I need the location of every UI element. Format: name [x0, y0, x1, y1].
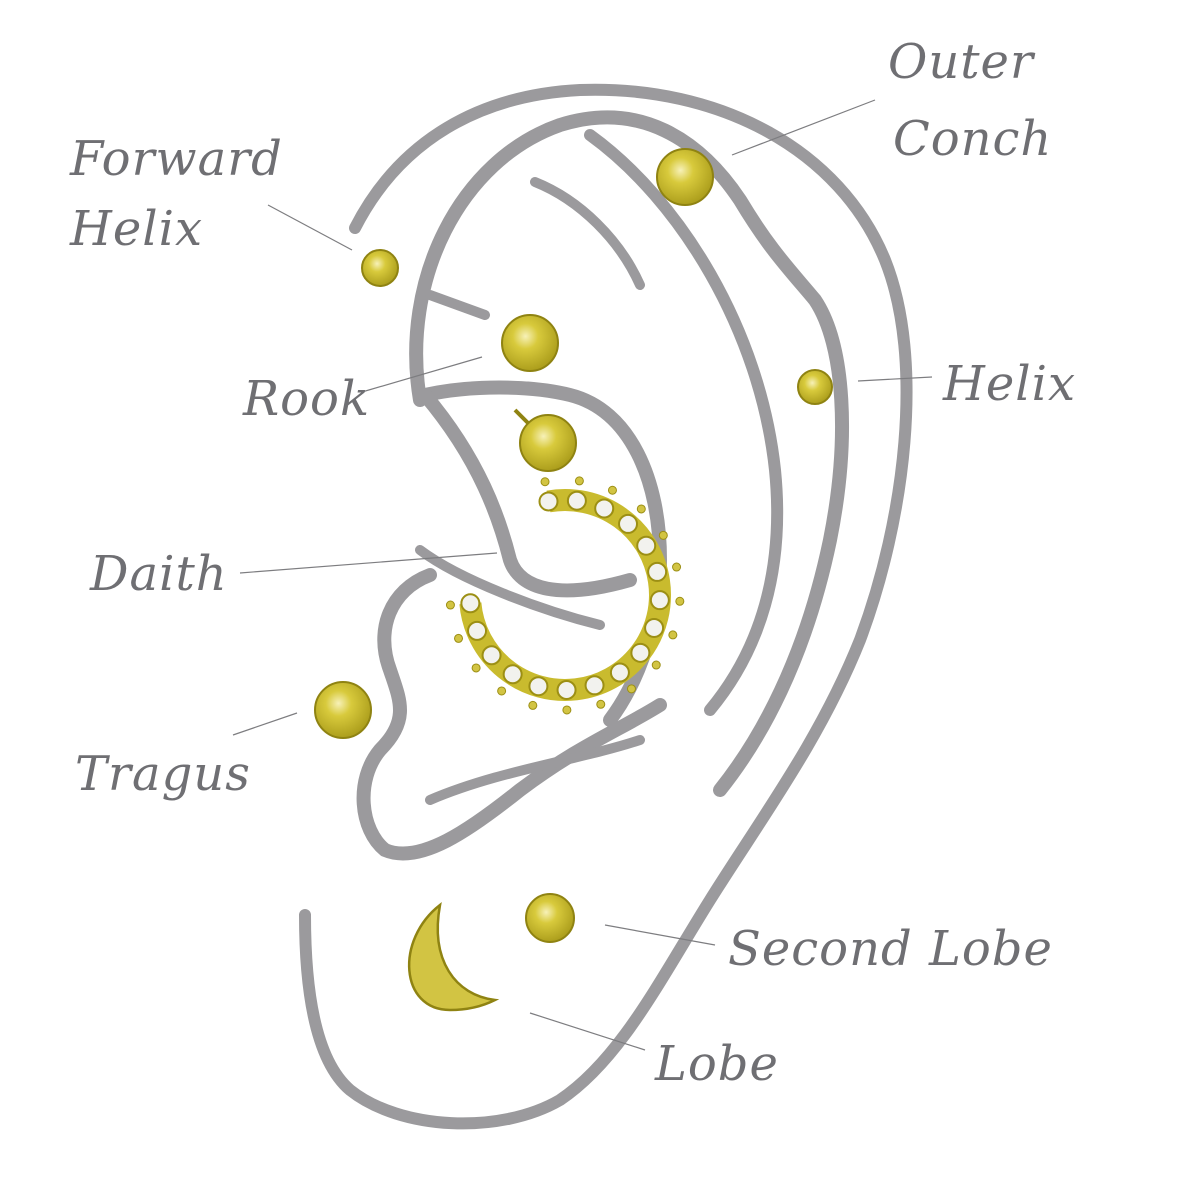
- daith-ring-gem: [556, 679, 577, 700]
- daith-ring-gem: [609, 662, 630, 683]
- helix-leader: [857, 376, 933, 382]
- daith-ring-gem: [647, 561, 668, 582]
- daith-ring-bead: [672, 562, 682, 572]
- label-tragus: Tragus: [75, 746, 251, 802]
- label-rook: Rook: [242, 371, 370, 427]
- daith-ring-gem: [636, 535, 657, 556]
- daith-ring-bead: [626, 684, 636, 694]
- rook-leader: [361, 356, 483, 393]
- label-lobe: Lobe: [654, 1036, 779, 1092]
- daith-ring-gem: [528, 676, 549, 697]
- label-daith: Daith: [89, 546, 228, 602]
- outer-conch-leader: [731, 99, 876, 156]
- outer-ear-outline: [299, 83, 913, 1130]
- daith-ring-gem: [481, 645, 502, 666]
- label-forward-helix-line1: Forward: [69, 131, 283, 187]
- daith-ring-bead: [454, 633, 464, 643]
- crus-helix: [415, 545, 605, 630]
- daith-ring-bead: [574, 476, 584, 486]
- daith-ring-gem: [644, 617, 665, 638]
- daith-ring-bead: [675, 596, 685, 606]
- concha: [418, 388, 637, 598]
- daith-ring-gem: [618, 513, 639, 534]
- antihelix: [584, 129, 784, 716]
- daith-ring-bead: [607, 485, 617, 495]
- daith-ring-bead: [596, 699, 606, 709]
- daith-leader: [239, 552, 498, 574]
- forward-helix-stud: [361, 249, 399, 287]
- label-outer-conch-line1: Outer: [888, 34, 1036, 90]
- daith-ring-gem: [566, 490, 587, 511]
- daith-ring-bead: [528, 700, 538, 710]
- rook-stud-top: [501, 314, 559, 372]
- helix-rim: [409, 110, 849, 797]
- rook-ridge: [425, 290, 490, 320]
- daith-ring-gem: [584, 675, 605, 696]
- daith-ring-bead: [497, 686, 507, 696]
- lobe-leader: [529, 1012, 646, 1051]
- daith-ring-gem: [460, 593, 481, 614]
- helix-stud: [797, 369, 833, 405]
- rook-stud-bottom: [513, 408, 577, 472]
- second-lobe-stud: [525, 893, 575, 943]
- daith-ring-bead: [658, 530, 668, 540]
- daith-ring-bead: [471, 663, 481, 673]
- antihelix-fold: [530, 177, 645, 290]
- label-second-lobe: Second Lobe: [728, 921, 1053, 977]
- outer-conch-stud: [656, 148, 714, 206]
- tragus-leader: [232, 712, 298, 736]
- daith-ring-gem: [649, 590, 670, 611]
- daith-clicker-ring: [445, 476, 685, 715]
- concha-floor: [425, 735, 645, 805]
- daith-ring-gem: [502, 664, 523, 685]
- daith-ring-bead: [540, 477, 550, 487]
- daith-ring-gem: [467, 620, 488, 641]
- tragus-stud: [314, 681, 372, 739]
- forward-helix-leader: [267, 204, 353, 251]
- lobe-moon-stud: [408, 902, 500, 1012]
- daith-ring-gem: [538, 491, 559, 512]
- daith-ring-bead: [636, 504, 646, 514]
- daith-ring-bead: [668, 630, 678, 640]
- daith-ring-bead: [445, 600, 455, 610]
- daith-ring-gem: [630, 642, 651, 663]
- second-lobe-leader: [604, 924, 716, 946]
- daith-ring-bead: [562, 705, 572, 715]
- daith-ring-bead: [651, 660, 661, 670]
- label-helix: Helix: [942, 356, 1076, 412]
- daith-ring-gem: [594, 498, 615, 519]
- label-forward-helix-line2: Helix: [69, 201, 203, 257]
- label-outer-conch-line2: Conch: [893, 111, 1052, 167]
